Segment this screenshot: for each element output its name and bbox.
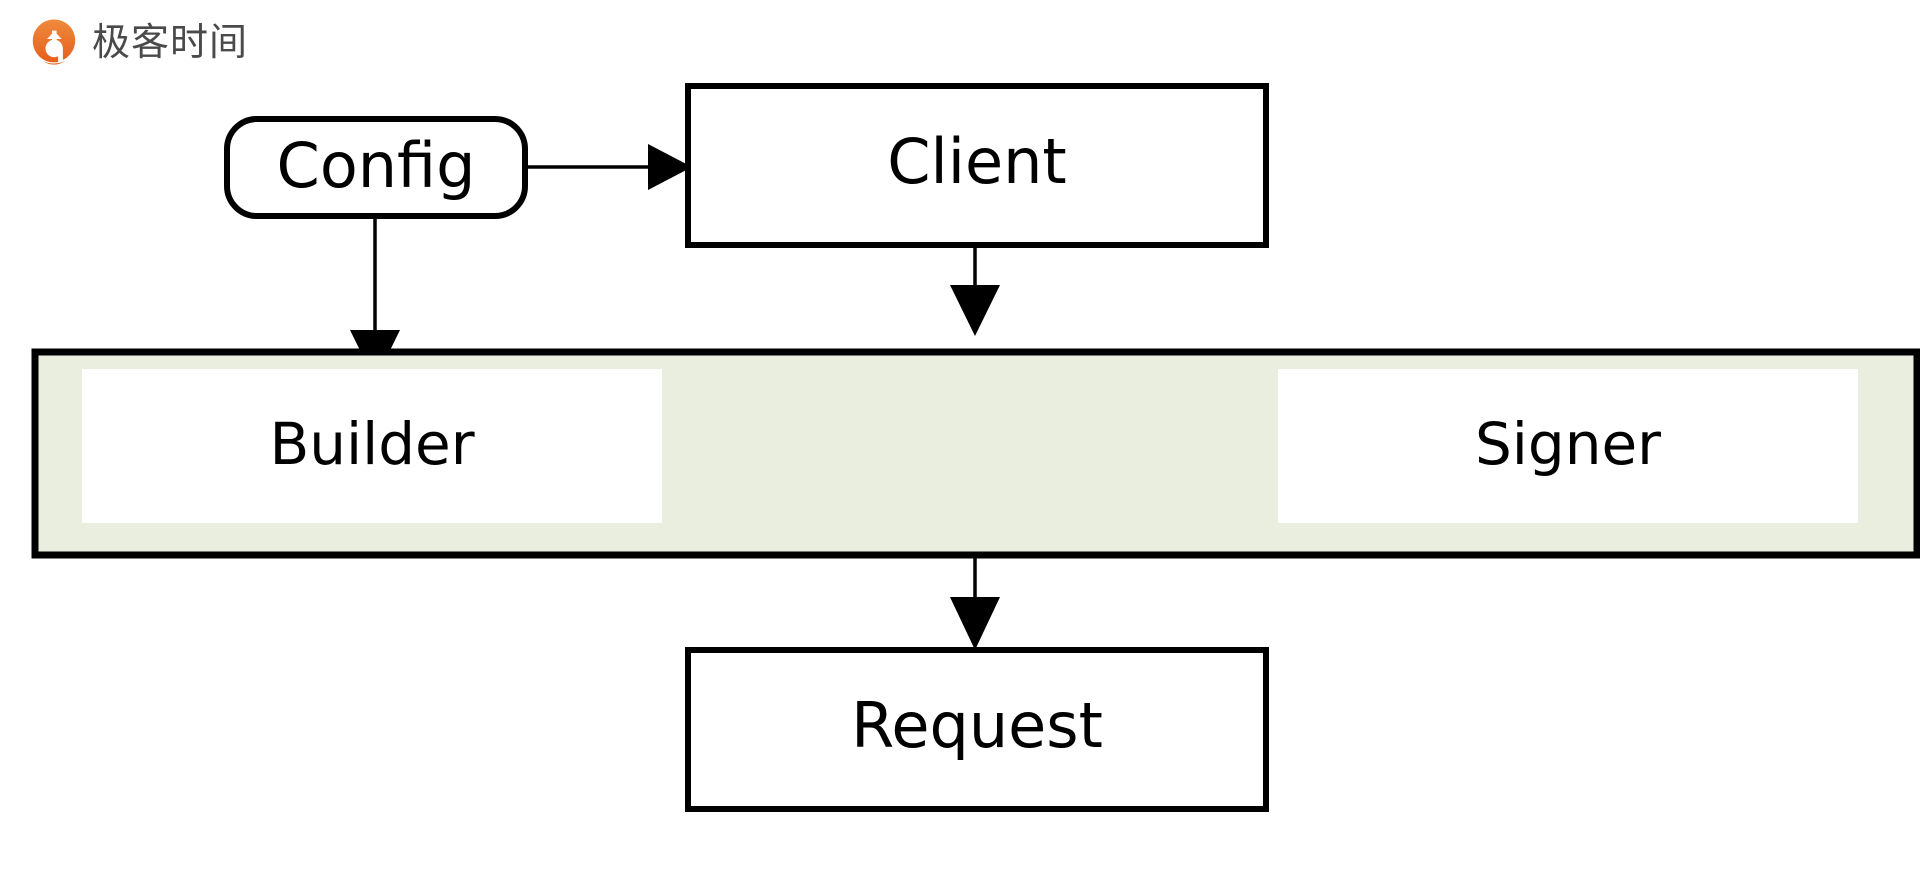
edge-config-to-client bbox=[527, 144, 692, 190]
request-pipeline-group: Builder Signer bbox=[31, 348, 1920, 559]
geektime-logo-icon bbox=[32, 19, 76, 65]
node-request[interactable]: Request bbox=[685, 647, 1269, 812]
node-client[interactable]: Client bbox=[685, 83, 1269, 248]
brand-wordmark: 极客时间 bbox=[92, 20, 249, 64]
edge-client-to-group bbox=[950, 246, 1000, 336]
node-request-label: Request bbox=[851, 689, 1103, 762]
node-signer-label: Signer bbox=[1475, 410, 1661, 478]
edge-group-to-request bbox=[950, 556, 1000, 650]
arrowhead-icon bbox=[950, 597, 1000, 650]
node-signer[interactable]: Signer bbox=[1278, 369, 1858, 523]
arrowhead-icon bbox=[950, 285, 1000, 336]
arrowhead-icon bbox=[648, 144, 692, 190]
node-config-label: Config bbox=[277, 129, 476, 202]
brand-logo: 极客时间 bbox=[30, 14, 248, 70]
node-config[interactable]: Config bbox=[224, 116, 528, 219]
node-builder[interactable]: Builder bbox=[82, 369, 662, 523]
node-builder-label: Builder bbox=[269, 410, 474, 478]
node-client-label: Client bbox=[887, 125, 1067, 198]
